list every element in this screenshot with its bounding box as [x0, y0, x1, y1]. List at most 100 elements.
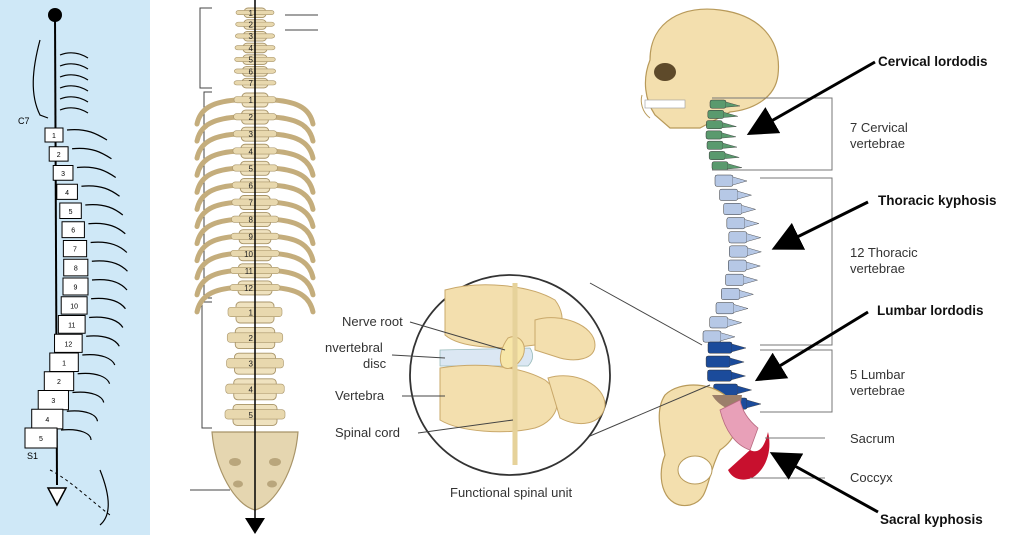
vertebra-number: 4 — [249, 385, 254, 394]
lumbar-count-label-line1: 5 Lumbar — [850, 367, 905, 382]
spinous-process — [72, 147, 112, 160]
rib — [194, 285, 235, 315]
spinous-process — [744, 219, 760, 228]
spinous-process — [86, 335, 120, 347]
vertebra-number: 6 — [71, 228, 75, 235]
spinous-processes — [59, 52, 128, 441]
sacral-curve-label: Sacral kyphosis — [880, 512, 983, 527]
spinous-process — [737, 385, 753, 394]
vertebra-number: 10 — [70, 303, 78, 310]
spinous-process — [746, 261, 761, 271]
lateral-spine-panel: Nerve root nvertebral disc Vertebra Spin… — [320, 0, 1024, 535]
vertebra-number: 2 — [249, 21, 254, 30]
spinous-process — [76, 166, 117, 178]
sacral-foramen — [269, 458, 281, 466]
spinous-process — [733, 304, 749, 313]
vertebral-body — [52, 165, 74, 181]
s1-label: S1 — [27, 451, 39, 461]
eye-socket — [654, 63, 676, 81]
thoracic-count-label-line2: vertebrae — [850, 261, 905, 276]
spinous-process — [66, 129, 108, 141]
disc-leader — [391, 354, 446, 359]
ribs — [194, 97, 316, 315]
rib — [194, 131, 238, 161]
rib — [274, 234, 316, 264]
vertebra — [705, 130, 723, 140]
vertebra-number: 3 — [249, 360, 254, 369]
vertebral-body — [24, 427, 58, 449]
rib — [273, 200, 316, 230]
zoom-line — [589, 282, 703, 346]
plumb-bob-bottom — [46, 487, 68, 507]
rib — [194, 114, 239, 144]
vertebra — [711, 161, 729, 171]
spinous-process — [91, 297, 126, 310]
vertebra-number: 1 — [249, 308, 254, 317]
vertebra-number: 5 — [39, 436, 43, 443]
rib — [194, 148, 238, 178]
rib — [194, 217, 236, 247]
spinous-process — [731, 371, 747, 380]
vertebral-body — [60, 296, 88, 315]
vertebral-body — [63, 258, 89, 277]
cervical-process — [59, 63, 89, 70]
intervertebral-disc-label-line2: disc — [363, 356, 387, 371]
spinous-process — [747, 247, 763, 256]
spinous-process — [732, 176, 748, 186]
vertebra — [702, 330, 722, 343]
rib — [272, 131, 316, 161]
cervical-count-label-line2: vertebrae — [850, 136, 905, 151]
rib — [194, 251, 236, 281]
vertebra-number: 4 — [249, 44, 254, 53]
vertebra-number: 3 — [249, 32, 254, 41]
cervical-count-label-line1: 7 Cervical — [850, 120, 908, 135]
spinous-process — [746, 233, 762, 242]
spinous-process — [739, 290, 755, 299]
thoracic-vertebrae — [702, 174, 763, 343]
vertebra — [723, 203, 742, 215]
vertebra-number: 9 — [249, 233, 254, 242]
vertebra-number: 4 — [249, 147, 254, 156]
spinous-process — [722, 122, 737, 128]
rib — [274, 217, 316, 247]
rib — [275, 285, 316, 315]
vertebra-number: 12 — [244, 284, 253, 293]
thoracic-count-label-line1: 12 Thoracic — [850, 245, 918, 260]
vertebra — [728, 259, 747, 272]
rib — [271, 97, 316, 127]
vertebra-number: 2 — [57, 379, 61, 386]
vertebra-number: 7 — [249, 199, 254, 208]
sacral-foramen — [233, 480, 243, 488]
thoracic-arrow — [771, 200, 869, 250]
spinous-process — [90, 241, 128, 253]
rib — [194, 200, 237, 230]
spinous-process — [720, 332, 736, 341]
spinous-process — [730, 357, 745, 366]
thoracic-count-bracket — [760, 177, 833, 346]
teeth — [644, 99, 686, 109]
vertebra-number: 3 — [51, 398, 55, 405]
vertebra — [707, 341, 733, 354]
rib — [275, 268, 316, 298]
spinous-process — [81, 185, 120, 197]
vertebra-number: 7 — [249, 79, 254, 88]
vertebra-number: 3 — [61, 171, 65, 178]
nerve-root-leader — [409, 321, 506, 351]
spinous-process — [91, 260, 128, 272]
vertebra-number: 1 — [52, 133, 56, 140]
vertebra — [729, 245, 748, 258]
vertebra-number: 10 — [244, 250, 253, 259]
vertebral-body — [62, 240, 88, 258]
sacral-foramen — [229, 458, 241, 466]
vertebra-number: 6 — [249, 181, 254, 190]
vertebra — [725, 273, 744, 286]
rib — [194, 182, 237, 212]
lumbar-curve-label: Lumbar lordodis — [877, 303, 984, 318]
vertebra — [708, 151, 726, 160]
rib — [194, 165, 238, 195]
vertebra — [726, 217, 746, 230]
thoracic-curve-label: Thoracic kyphosis — [878, 193, 997, 208]
